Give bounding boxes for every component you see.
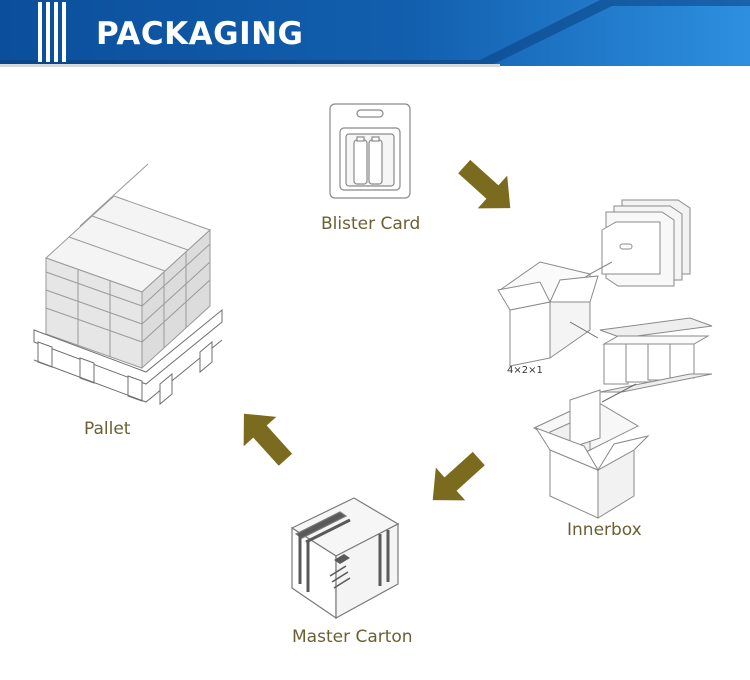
innerbox-illustration: 4×2×1	[497, 199, 713, 519]
blister-card-illustration	[329, 103, 411, 199]
arrangement-label: 4×2×1	[507, 365, 543, 376]
arrow-master-to-pallet	[243, 413, 293, 466]
header-background	[0, 0, 750, 67]
pallet-illustration	[33, 163, 223, 406]
open-carton	[497, 261, 613, 367]
flow-arrows	[243, 159, 511, 501]
arrow-blister-to-innerbox	[458, 159, 511, 209]
master-carton-illustration	[290, 497, 400, 620]
master-carton-label: Master Carton	[292, 627, 413, 647]
page-title: PACKAGING	[96, 16, 304, 52]
innerbox-label: Innerbox	[567, 520, 642, 540]
pallet-label: Pallet	[84, 419, 131, 439]
arrow-innerbox-to-master	[432, 451, 485, 501]
card-row	[599, 317, 713, 393]
header-banner: PACKAGING	[0, 0, 750, 70]
inner-box	[532, 389, 650, 519]
card-stack	[601, 199, 691, 287]
blister-card-label: Blister Card	[321, 214, 421, 234]
